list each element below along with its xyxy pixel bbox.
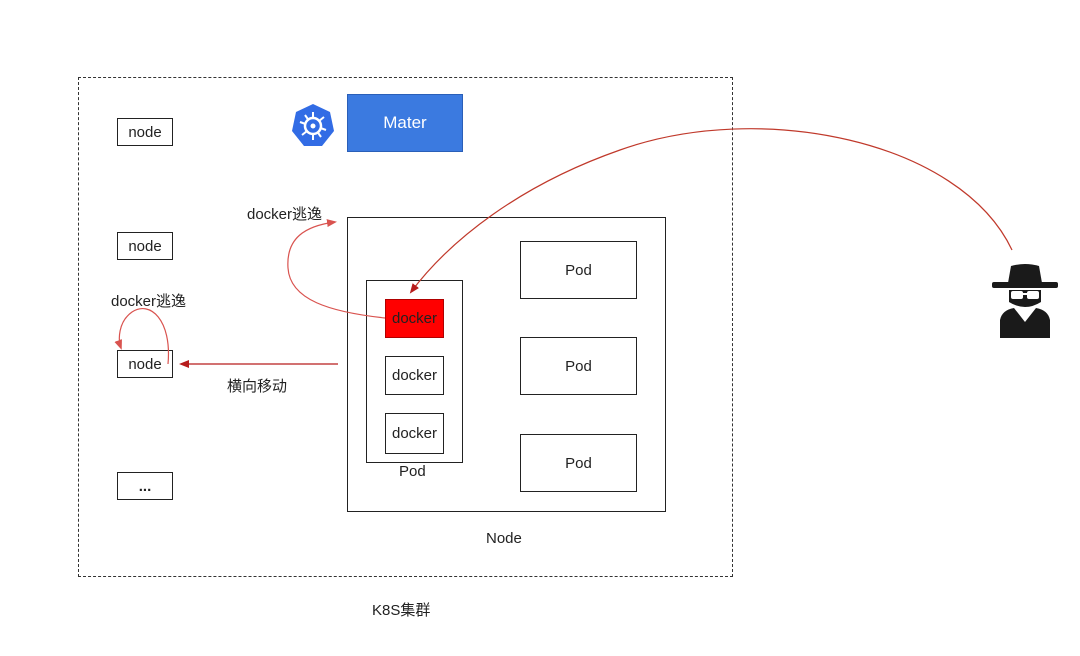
k8s-cluster-label: K8S集群 bbox=[372, 602, 431, 619]
master-box[interactable]: Mater bbox=[347, 94, 463, 152]
lateral-movement-label: 横向移动 bbox=[227, 378, 288, 395]
node-box-1[interactable]: node bbox=[117, 118, 173, 146]
pod-box-1[interactable]: Pod bbox=[520, 241, 637, 299]
node-box-2[interactable]: node bbox=[117, 232, 173, 260]
k8s-cluster-boundary bbox=[78, 77, 733, 577]
main-node-label: Node bbox=[486, 530, 522, 547]
docker-box-2[interactable]: docker bbox=[385, 356, 444, 395]
node-box-3[interactable]: node bbox=[117, 350, 173, 378]
pod-box-2[interactable]: Pod bbox=[520, 337, 637, 395]
hacker-icon bbox=[992, 264, 1058, 338]
pod-main-label: Pod bbox=[399, 463, 426, 480]
node-box-more[interactable]: ... bbox=[117, 472, 173, 500]
docker-box-3[interactable]: docker bbox=[385, 413, 444, 454]
docker-escape-label-1: docker逃逸 bbox=[247, 206, 323, 223]
docker-escape-label-2: docker逃逸 bbox=[111, 293, 187, 310]
docker-escape-arrow-1 bbox=[287, 219, 386, 319]
docker-escape-arrow-2 bbox=[114, 307, 170, 365]
attack-path-arrow bbox=[409, 128, 1013, 294]
kubernetes-icon bbox=[292, 104, 334, 146]
docker-compromised[interactable]: docker bbox=[385, 299, 444, 338]
pod-box-3[interactable]: Pod bbox=[520, 434, 637, 492]
